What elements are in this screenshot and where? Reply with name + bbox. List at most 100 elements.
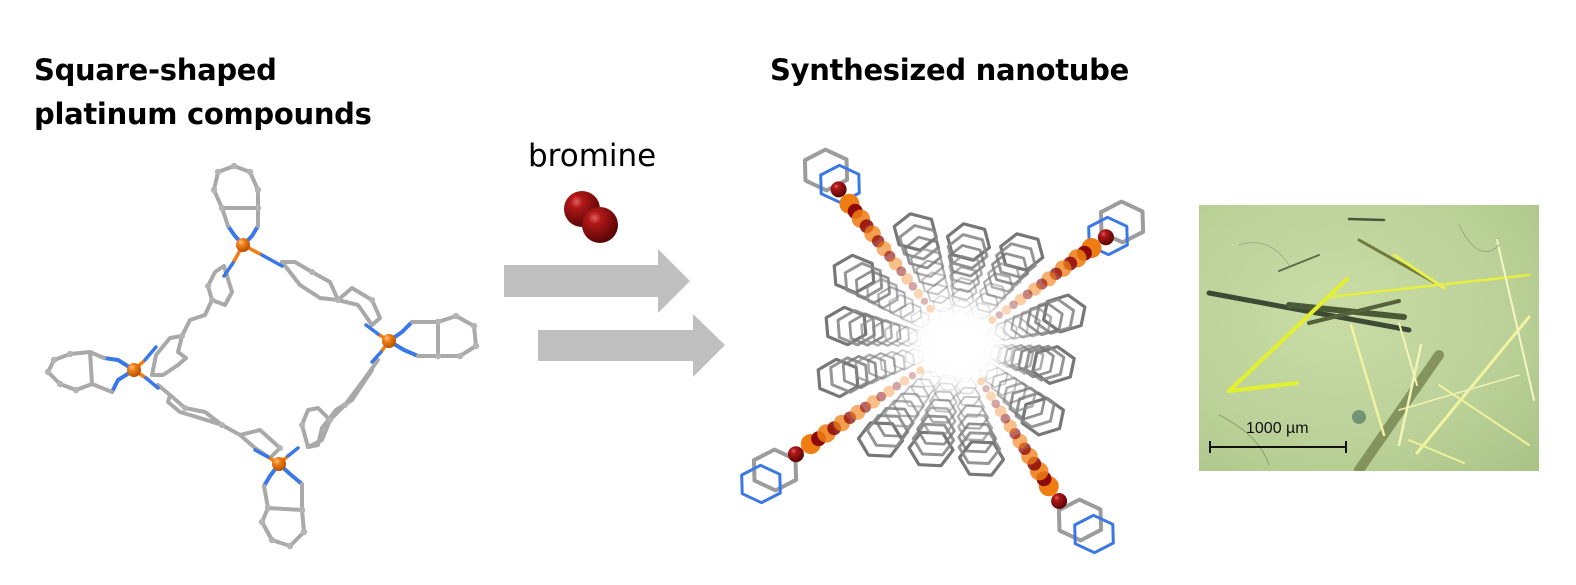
platinum-atom (272, 457, 286, 471)
square-platinum-complex (44, 162, 480, 550)
ligand-ring (947, 244, 986, 278)
ligand-ring (957, 431, 1002, 465)
ligand-ring (946, 233, 989, 270)
platinum-atom (913, 288, 924, 299)
forward-arrow-1 (504, 249, 690, 313)
ligand-ring (901, 385, 931, 408)
platinum-atom (866, 395, 880, 409)
reaction-arrows (504, 249, 725, 377)
platinum-atom (382, 334, 396, 348)
ligand-ring (824, 305, 868, 347)
ligand-ring (866, 277, 899, 309)
bromine-label: bromine (528, 138, 657, 174)
ligand-ring (898, 224, 940, 261)
bromine-atom (896, 266, 907, 277)
ligand-ring (903, 235, 943, 270)
platinum-atom (1001, 304, 1012, 315)
ligand-ring (1031, 345, 1076, 385)
ligand-ring (991, 252, 1030, 286)
ligand-ring (924, 398, 958, 424)
square-compound-heading: Square-shaped platinum compounds (34, 48, 372, 136)
scale-bar-label: 1000 µm (1246, 420, 1309, 437)
nanotube-crystal-structure (740, 147, 1146, 555)
bromine-atom (787, 446, 804, 463)
ligand-ring (915, 259, 947, 287)
platinum-atom (899, 376, 910, 386)
platinum-atom (977, 377, 986, 386)
bromine-atom (982, 385, 990, 393)
platinum-bromine-column (988, 229, 1114, 325)
platinum-bromine-column (977, 377, 1068, 509)
platinum-atom (988, 316, 997, 325)
ligand-ring (1098, 199, 1146, 245)
heading-line-1: Square-shaped (34, 53, 277, 87)
platinum-atom (901, 273, 913, 285)
bromine-molecule-icon (564, 191, 618, 243)
ligand-ring (1018, 306, 1053, 338)
platinum-atom (926, 304, 935, 313)
bromine-atom (920, 297, 929, 305)
ligand-ring (957, 413, 994, 442)
ligand-ring (920, 271, 949, 296)
ligand-ring (841, 354, 878, 390)
platinum-atom (127, 363, 141, 377)
ligand-ring (982, 272, 1015, 300)
heading-line-2: platinum compounds (34, 97, 372, 131)
ligand-ring (740, 463, 782, 505)
bromine-atom (1009, 300, 1018, 310)
bromine-atom (991, 399, 1000, 409)
ligand-ring (957, 440, 1006, 477)
ligand-ring (920, 406, 957, 435)
crystal-micrograph (1199, 205, 1539, 471)
ligand-ring (916, 414, 956, 446)
platinum-bromine-column (787, 366, 925, 463)
ligand-ring (1056, 497, 1104, 543)
forward-arrow-2 (538, 314, 725, 377)
bromine-atom (1097, 229, 1114, 246)
bromine-atom (1022, 289, 1033, 300)
scale-bar (1209, 441, 1347, 453)
bromine-atom (1000, 413, 1011, 424)
ligand-ring (867, 352, 897, 380)
bromine-atom (908, 282, 918, 291)
ligand-ring (854, 269, 891, 305)
platinum-atom (236, 238, 250, 252)
nanotube-heading: Synthesized nanotube (770, 53, 1129, 87)
ligand-ring (948, 254, 983, 286)
ligand-ring (802, 147, 850, 193)
bromine-atom (876, 391, 887, 402)
ligand-ring (865, 414, 910, 448)
ligand-ring (888, 293, 915, 319)
platinum-bromine-column (830, 181, 935, 313)
bromine-atom (908, 371, 917, 380)
ligand-ring (907, 430, 955, 468)
ligand-ring (1073, 513, 1115, 555)
platinum-atom (986, 391, 996, 402)
bromine-atom (1051, 493, 1068, 509)
bromine-atom (830, 181, 847, 198)
ligand-ring (848, 312, 885, 347)
ligand-ring (987, 262, 1022, 293)
ligand-ring (877, 285, 907, 314)
ligand-ring (879, 350, 906, 376)
ligand-ring (1020, 396, 1066, 437)
ligand-ring (949, 265, 981, 294)
ligand-ring (909, 247, 945, 279)
ligand-ring (956, 395, 986, 418)
platinum-atom (916, 366, 925, 375)
ligand-ring (1002, 381, 1037, 413)
ligand-ring (1008, 386, 1047, 421)
platinum-atom (1014, 293, 1027, 306)
ligand-ring (860, 315, 893, 347)
ligand-ring (843, 261, 884, 300)
ligand-ring (956, 404, 990, 430)
platinum-atom (883, 385, 895, 398)
crystal-needles (1206, 217, 1535, 471)
platinum-atom (994, 405, 1007, 418)
ligand-ring (996, 376, 1028, 405)
bromine-atom (892, 381, 902, 391)
ligand-ring (854, 353, 888, 385)
bromine-atom (995, 311, 1003, 319)
platinum-atoms (127, 238, 396, 471)
